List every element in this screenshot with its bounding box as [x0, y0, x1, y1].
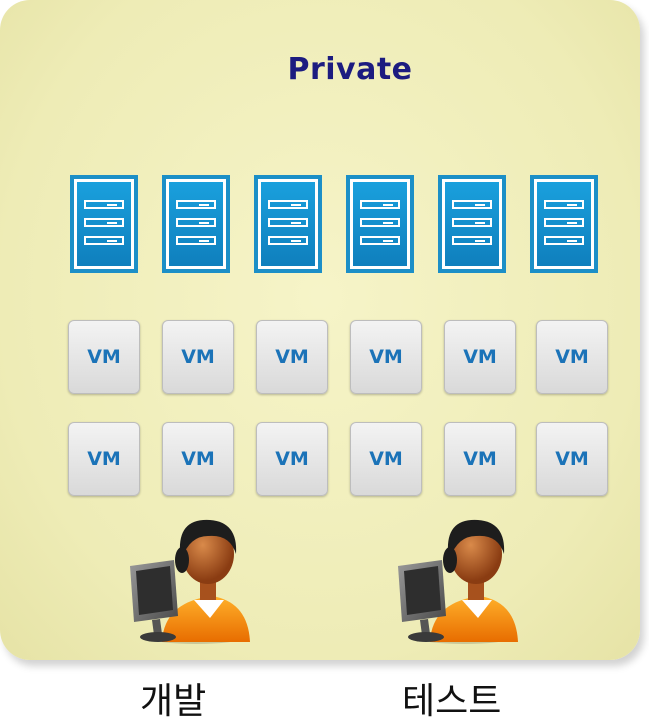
server-icon	[438, 175, 506, 273]
vm-box: VM	[444, 422, 516, 496]
diagram-title: Private	[287, 52, 413, 87]
user-label-test: 테스트	[402, 681, 502, 718]
vm-box: VM	[256, 320, 328, 394]
vm-box: VM	[68, 320, 140, 394]
server-icon	[70, 175, 138, 273]
server-icon	[530, 175, 598, 273]
vm-box: VM	[256, 422, 328, 496]
server-icon	[254, 175, 322, 273]
vm-box: VM	[536, 422, 608, 496]
user-label-dev: 개발	[140, 681, 207, 718]
vm-box: VM	[68, 422, 140, 496]
user-at-computer-icon	[130, 519, 250, 644]
vm-box: VM	[350, 422, 422, 496]
vm-box: VM	[350, 320, 422, 394]
server-icon	[162, 175, 230, 273]
vm-box: VM	[536, 320, 608, 394]
vm-box: VM	[444, 320, 516, 394]
server-icon	[346, 175, 414, 273]
vm-box: VM	[162, 422, 234, 496]
user-at-computer-icon	[398, 519, 518, 644]
vm-box: VM	[162, 320, 234, 394]
